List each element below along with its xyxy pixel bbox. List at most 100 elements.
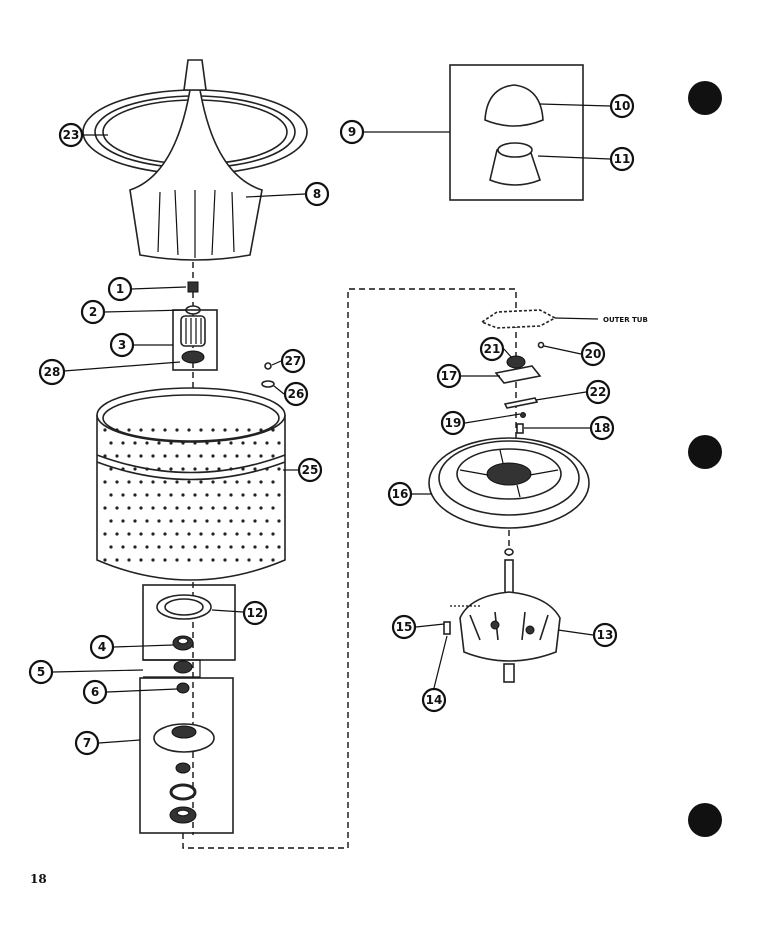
basket-perforation [235, 558, 239, 562]
callout-15: 15 [391, 614, 417, 640]
basket-perforation [127, 558, 131, 562]
callout-22: 22 [585, 379, 611, 405]
basket-perforation [187, 480, 191, 484]
basket-perforation [253, 519, 257, 523]
basket-perforation [271, 454, 275, 458]
callout-18: 18 [589, 415, 615, 441]
basket-perforation [247, 454, 251, 458]
basket-perforation [145, 493, 149, 497]
callout-26: 26 [283, 381, 309, 407]
basket-perforation [211, 454, 215, 458]
basket-perforation [121, 519, 125, 523]
basket-perforation [229, 441, 233, 445]
basket-perforation [145, 519, 149, 523]
page-number: 18 [30, 872, 47, 886]
basket-perforation [271, 558, 275, 562]
svg-text:1: 1 [116, 282, 124, 296]
screw-part [264, 362, 272, 370]
basket-perforation [139, 558, 143, 562]
basket-perforation [163, 480, 167, 484]
basket-perforation [247, 428, 251, 432]
basket-perforation [247, 532, 251, 536]
basket-perforation [115, 558, 119, 562]
basket-perforation [181, 493, 185, 497]
svg-text:10: 10 [614, 99, 631, 113]
basket-perforation [259, 506, 263, 510]
basket-perforation [193, 493, 197, 497]
basket-perforation [115, 454, 119, 458]
basket-perforation [199, 428, 203, 432]
callout-13: 13 [592, 622, 618, 648]
dispenser-cap-part [484, 84, 544, 127]
svg-text:16: 16 [392, 487, 409, 501]
basket-perforation [241, 493, 245, 497]
basket-perforation [223, 480, 227, 484]
callout-3: 3 [109, 332, 135, 358]
basket-perforation [205, 545, 209, 549]
basket-perforation [103, 558, 107, 562]
basket-perforation [229, 493, 233, 497]
basket-perforation [229, 519, 233, 523]
basket-perforation [199, 558, 203, 562]
basket-perforation [247, 558, 251, 562]
basket-perforation [181, 441, 185, 445]
basket-perforation [193, 467, 197, 471]
basket-perforation [175, 558, 179, 562]
binder-hole-bottom [688, 803, 722, 837]
basket-perforation [199, 480, 203, 484]
callout-10: 10 [609, 93, 635, 119]
clip-part [506, 355, 526, 369]
svg-text:9: 9 [348, 125, 356, 139]
basket-perforation [205, 441, 209, 445]
basket-perforation [223, 428, 227, 432]
svg-text:12: 12 [247, 606, 264, 620]
basket-perforation [241, 519, 245, 523]
basket-perforation [211, 506, 215, 510]
svg-text:19: 19 [445, 416, 462, 430]
basket-perforation [187, 558, 191, 562]
basket-perforation [277, 519, 281, 523]
wash-basket-part [96, 387, 286, 581]
basket-perforation [145, 545, 149, 549]
callout-20: 20 [580, 341, 606, 367]
basket-perforation [211, 558, 215, 562]
basket-perforation [241, 467, 245, 471]
bolt-part [187, 281, 199, 293]
basket-perforation [277, 467, 281, 471]
basket-perforation [205, 519, 209, 523]
basket-perforation [259, 480, 263, 484]
basket-perforation [187, 532, 191, 536]
basket-perforation [169, 493, 173, 497]
callout-23: 23 [58, 122, 84, 148]
basket-perforation [265, 519, 269, 523]
basket-perforation [175, 480, 179, 484]
svg-text:3: 3 [118, 338, 126, 352]
nut-part [175, 762, 191, 774]
basket-perforation [103, 454, 107, 458]
basket-perforation [169, 519, 173, 523]
basket-perforation [259, 454, 263, 458]
sleeve-part [176, 682, 190, 694]
basket-perforation [145, 441, 149, 445]
basket-perforation [187, 506, 191, 510]
basket-perforation [115, 480, 119, 484]
basket-perforation [277, 545, 281, 549]
basket-perforation [163, 558, 167, 562]
basket-perforation [193, 441, 197, 445]
basket-perforation [103, 532, 107, 536]
basket-perforation [205, 467, 209, 471]
basket-perforation [133, 441, 137, 445]
basket-perforation [139, 480, 143, 484]
basket-perforation [121, 467, 125, 471]
basket-perforation [217, 519, 221, 523]
basket-perforation [265, 441, 269, 445]
basket-perforation [151, 558, 155, 562]
svg-text:2: 2 [89, 305, 97, 319]
basket-perforation [127, 480, 131, 484]
basket-perforation [235, 532, 239, 536]
basket-perforation [109, 441, 113, 445]
basket-perforation [253, 545, 257, 549]
basket-perforation [157, 519, 161, 523]
basket-perforation [199, 532, 203, 536]
basket-perforation [121, 441, 125, 445]
